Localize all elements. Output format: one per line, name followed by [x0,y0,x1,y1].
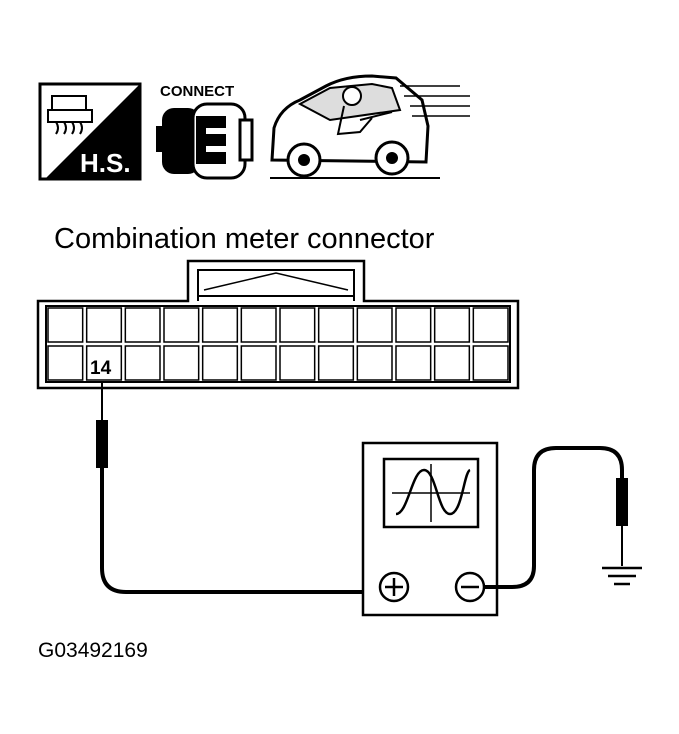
pin-cavity [472,307,509,343]
pin-cavity [47,307,84,343]
pin-cavity [124,307,161,343]
negative-probe [484,446,642,589]
positive-probe [96,382,374,594]
waveform-icon [395,468,471,516]
pin-cavity [279,345,316,381]
pin-cavity [124,345,161,381]
combination-meter-connector: 14 [36,259,520,390]
pin-cavity [163,307,200,343]
ground-icon [602,566,642,586]
engine-symbol-icon [47,95,93,135]
pin-cavity [356,345,393,381]
pin-cavity [317,307,355,343]
hs-label: H.S. [80,148,131,178]
pin-cavity [317,345,355,381]
pin-cavity [240,307,277,343]
pin-cavity [240,345,277,381]
connect-icon: CONNECT [156,83,254,180]
negative-terminal-icon [454,571,486,603]
figure-code: G03492169 [38,639,148,662]
pin-cavity [279,307,316,343]
connector-title: Combination meter connector [54,223,435,255]
oscilloscope [361,441,499,617]
pin-cavity [201,345,239,381]
positive-terminal-icon [378,571,410,603]
pin-cavity [395,307,432,343]
pin-cavity [85,345,123,381]
pin-grid [47,307,509,381]
connector-latch [197,269,355,301]
pin-cavity [433,307,471,343]
pin-cavity [356,307,393,343]
pin-cavity [163,345,200,381]
pin-cavity [472,345,509,381]
oscilloscope-screen [392,464,471,522]
pin-cavity [433,345,471,381]
pin-cavity [47,345,84,381]
pin-cavity [395,345,432,381]
pin-cavity [201,307,239,343]
connect-label: CONNECT [160,83,234,100]
pin-cavity [85,307,123,343]
driving-car-icon [270,74,470,179]
pin-14-label: 14 [90,358,112,379]
plug-symbol-icon [156,102,254,180]
hot-start-icon: H.S. [38,82,142,181]
